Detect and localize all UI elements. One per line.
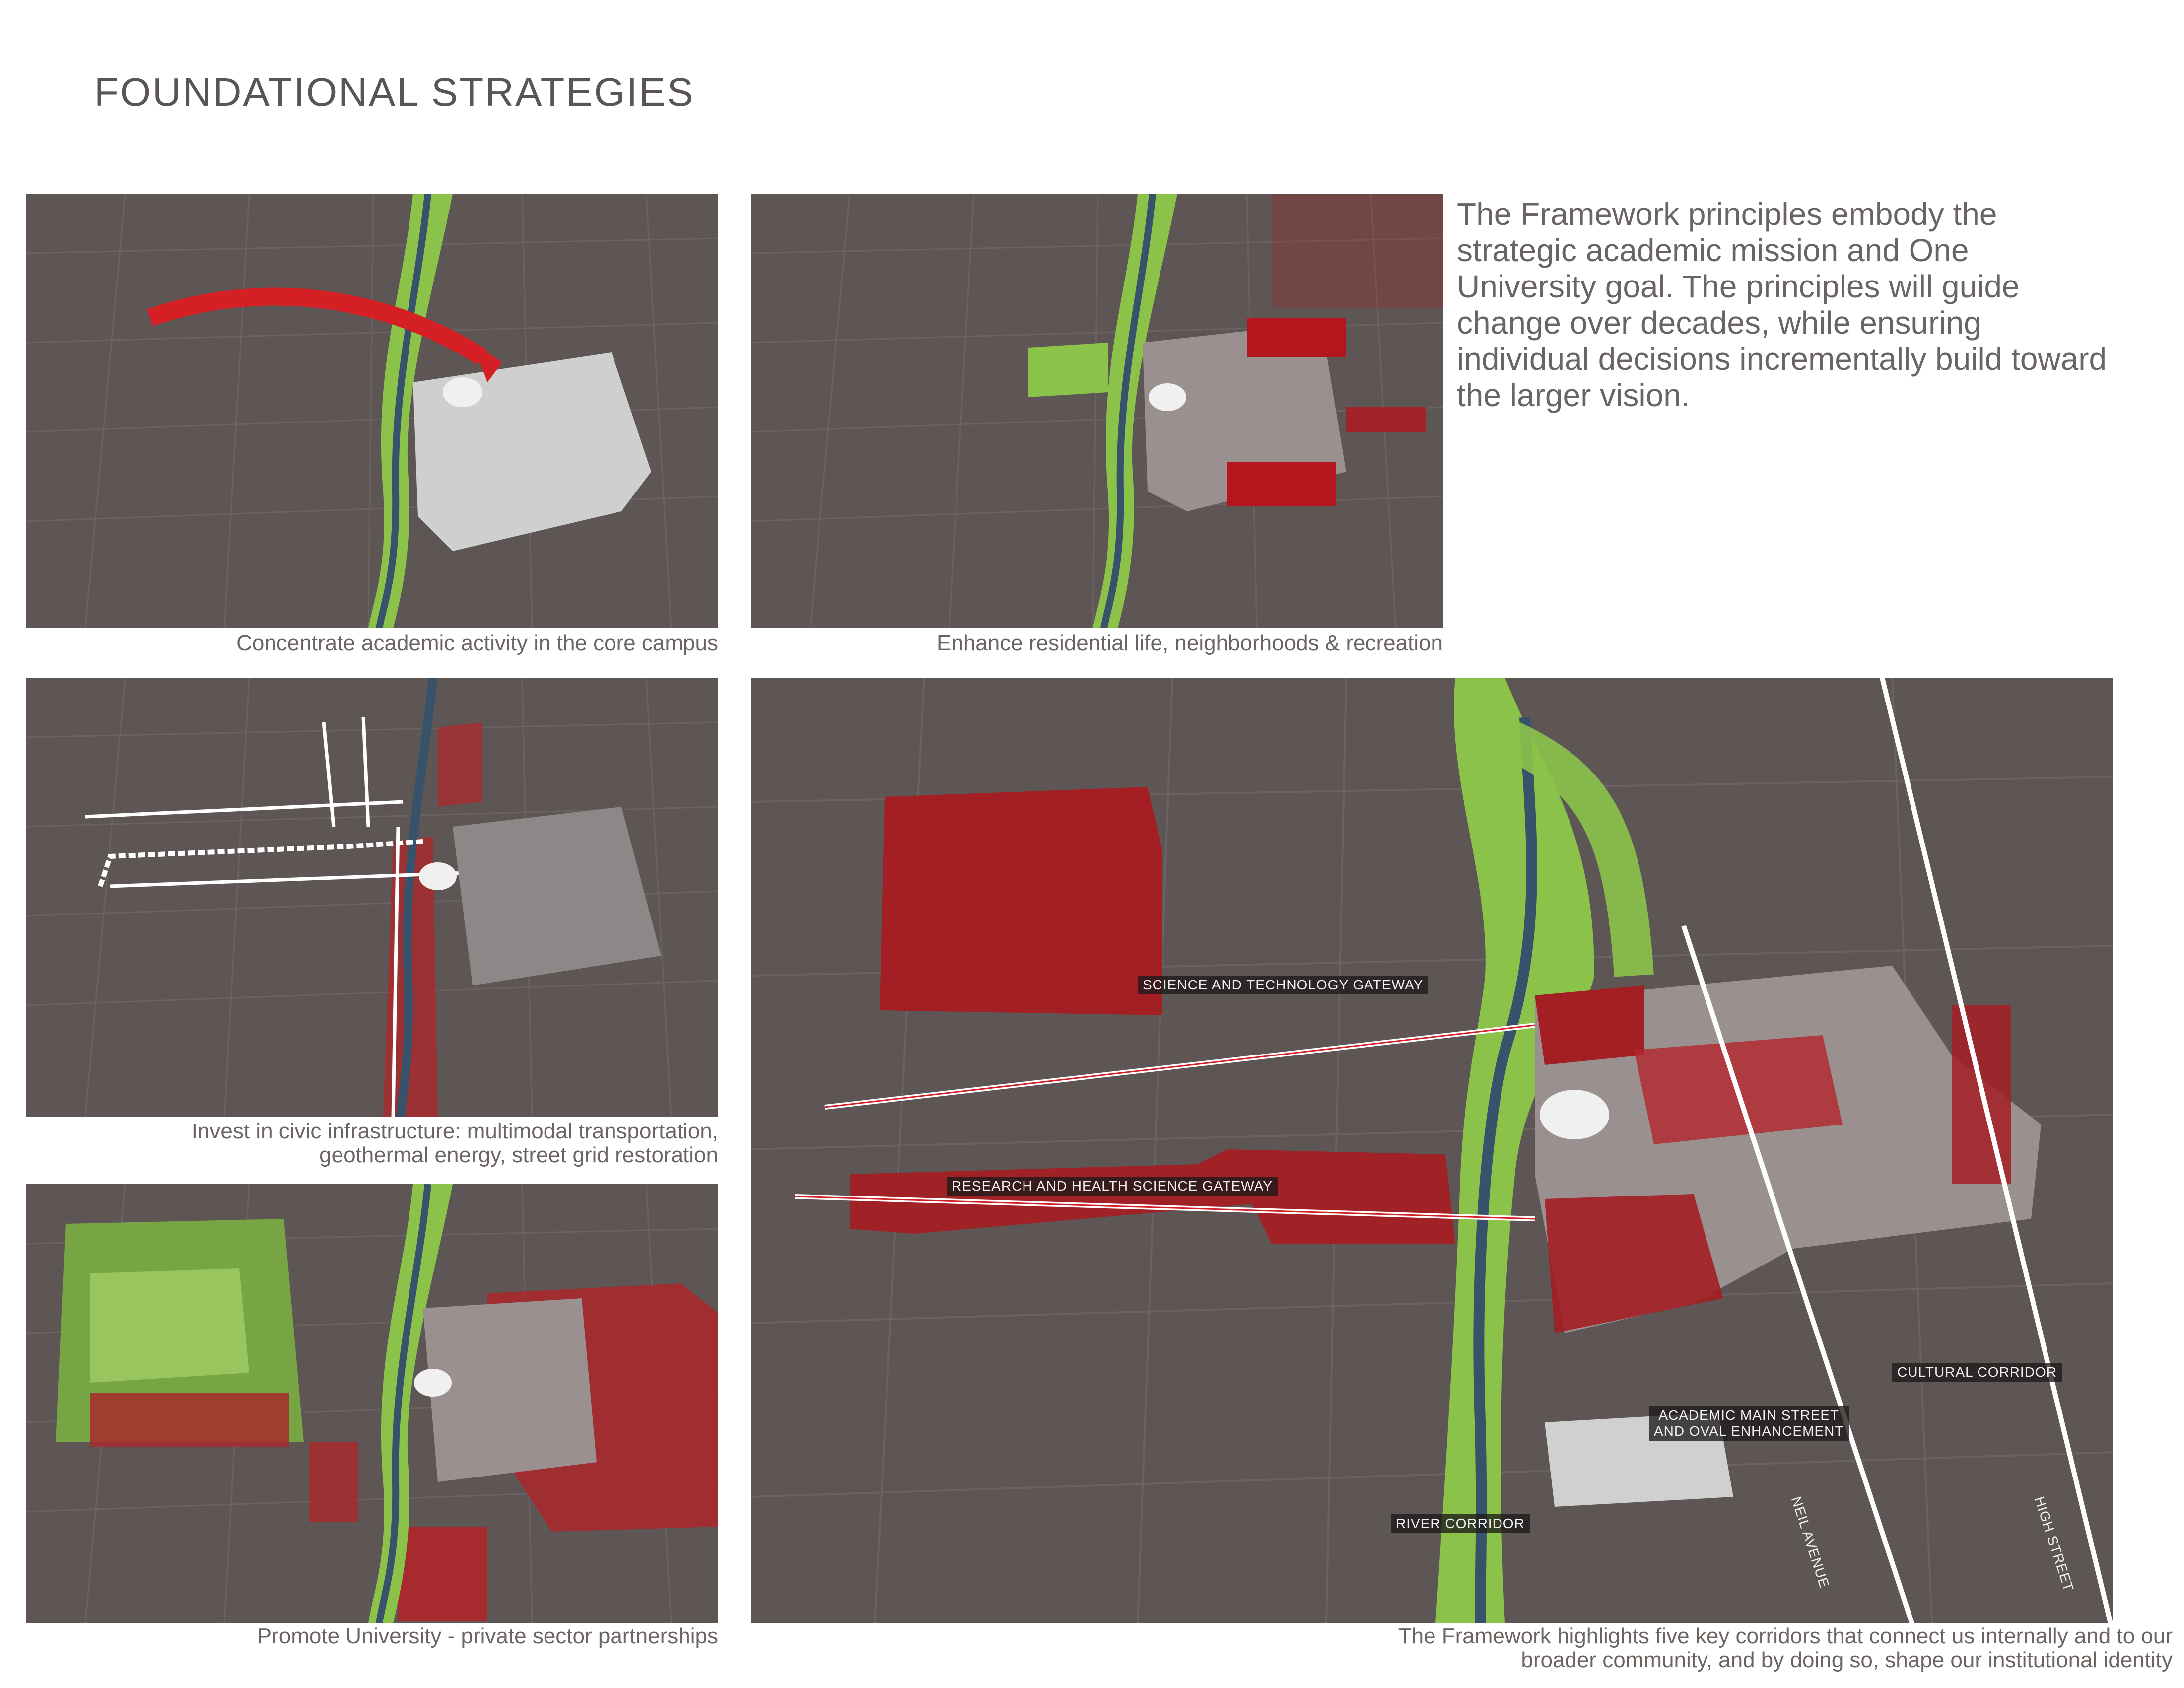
map-panel-residential-life <box>751 194 1443 628</box>
page-title: FOUNDATIONAL STRATEGIES <box>94 70 695 114</box>
map-panel-civic-infrastructure <box>26 678 718 1117</box>
aerial-map-5 <box>751 678 2113 1623</box>
label-river-corridor: RIVER CORRIDOR <box>1391 1514 1530 1533</box>
caption-panel-5-line2: broader community, and by doing so, shap… <box>1521 1648 2173 1672</box>
label-academic-main-street: ACADEMIC MAIN STREET AND OVAL ENHANCEMEN… <box>1649 1406 1849 1441</box>
caption-panel-5: The Framework highlights five key corrid… <box>751 1624 2173 1672</box>
caption-panel-1-text: Concentrate academic activity in the cor… <box>236 631 718 655</box>
aerial-map-1 <box>26 194 718 628</box>
caption-panel-4-text: Promote University - private sector part… <box>257 1624 718 1648</box>
label-academic-line1: ACADEMIC MAIN STREET <box>1658 1407 1840 1423</box>
map-panel-key-corridors: SCIENCE AND TECHNOLOGY GATEWAY RESEARCH … <box>751 678 2113 1623</box>
label-science-tech-gateway: SCIENCE AND TECHNOLOGY GATEWAY <box>1138 976 1429 994</box>
aerial-map-4 <box>26 1184 718 1623</box>
caption-panel-1: Concentrate academic activity in the cor… <box>26 632 718 655</box>
aerial-map-2 <box>751 194 1443 628</box>
caption-panel-2: Enhance residential life, neighborhoods … <box>751 632 1443 655</box>
caption-panel-3-line2: geothermal energy, street grid restorati… <box>319 1143 718 1167</box>
label-research-health-gateway: RESEARCH AND HEALTH SCIENCE GATEWAY <box>947 1177 1278 1196</box>
label-academic-line2: AND OVAL ENHANCEMENT <box>1654 1423 1844 1439</box>
caption-panel-4: Promote University - private sector part… <box>26 1624 718 1648</box>
map-panel-concentrate-academic <box>26 194 718 628</box>
aerial-map-3 <box>26 678 718 1117</box>
caption-panel-2-text: Enhance residential life, neighborhoods … <box>937 631 1443 655</box>
caption-panel-3: Invest in civic infrastructure: multimod… <box>26 1120 718 1167</box>
caption-panel-3-line1: Invest in civic infrastructure: multimod… <box>191 1119 718 1143</box>
caption-panel-5-line1: The Framework highlights five key corrid… <box>1398 1624 2173 1648</box>
map-panel-partnerships <box>26 1184 718 1623</box>
label-cultural-corridor: CULTURAL CORRIDOR <box>1892 1363 2062 1382</box>
intro-paragraph: The Framework principles embody the stra… <box>1457 196 2107 413</box>
